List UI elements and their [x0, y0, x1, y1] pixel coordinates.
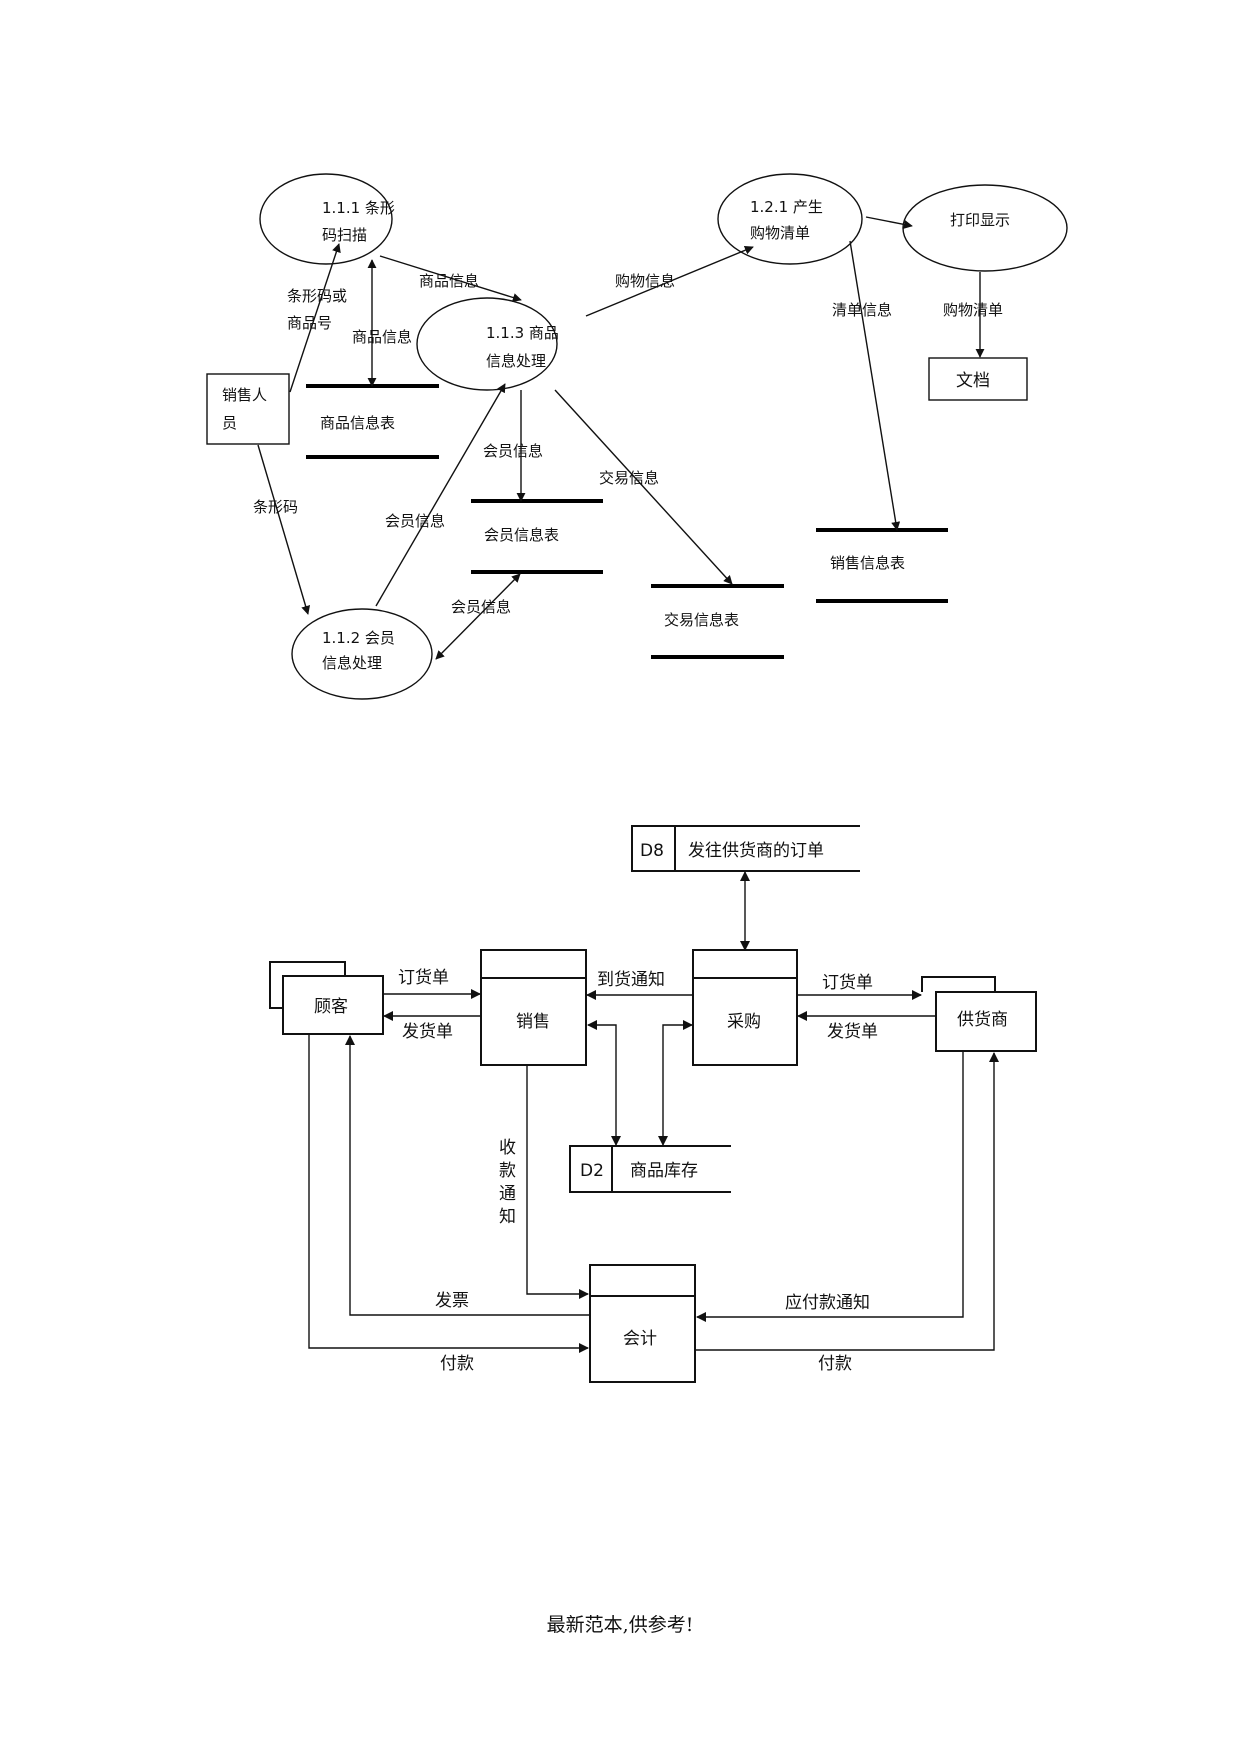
- process-print-display: 打印显示: [902, 184, 1068, 272]
- process-sales-label: 销售: [516, 1012, 550, 1032]
- label-buy-info: 购物信息: [615, 272, 675, 290]
- store-sales-info-label: 销售信息表: [830, 554, 905, 572]
- entity-supplier-label: 供货商: [957, 1010, 1008, 1030]
- label-goods-info-2: 商品信息: [419, 272, 479, 290]
- flow-1-1-2-member-store: [435, 573, 521, 660]
- process-1-1-3-line2: 信息处理: [486, 352, 546, 370]
- process-1-1-2-line2: 信息处理: [322, 654, 382, 672]
- process-1-2-1-line1: 1.2.1 产生: [750, 198, 823, 216]
- label-collect-1: 收: [499, 1138, 516, 1158]
- flow-1-2-1-to-print: [865, 216, 913, 229]
- flow-1-2-1-to-sales-store: [849, 240, 901, 531]
- flow-invoice-accounting-to-customer: [345, 1035, 590, 1316]
- label-member-info-3: 会员信息: [451, 598, 511, 616]
- flow-1-1-2-to-1-1-3: [375, 383, 506, 607]
- process-purchase-label: 采购: [727, 1012, 761, 1032]
- store-trade-info: 交易信息表: [651, 584, 784, 659]
- process-1-1-1-line2: 码扫描: [322, 226, 367, 244]
- flow-sales-to-1-1-1: [289, 243, 341, 393]
- process-sales: 销售: [480, 949, 587, 1066]
- process-1-1-2-line1: 1.1.2 会员: [322, 629, 395, 647]
- entity-sales-person: 销售人 员: [206, 373, 290, 445]
- process-1-1-1: 1.1.1 条形 码扫描: [259, 173, 395, 265]
- label-collect-2: 款: [499, 1161, 516, 1181]
- flow-pay-customer-to-accounting: [308, 1035, 589, 1353]
- store-d8-name: 发往供货商的订单: [688, 841, 824, 861]
- store-d2-id: D2: [580, 1161, 604, 1181]
- process-1-1-1-line1: 1.1.1 条形: [322, 199, 395, 217]
- entity-sales-person-line2: 员: [222, 414, 237, 432]
- flow-1-1-3-to-1-2-1: [585, 245, 754, 317]
- label-ship-2: 发货单: [827, 1022, 878, 1042]
- entity-customer: 顾客: [269, 961, 384, 1035]
- label-order-2: 订货单: [822, 973, 873, 993]
- label-order-1: 订货单: [398, 968, 449, 988]
- flow-payable-supplier-to-accounting: [696, 1052, 964, 1322]
- process-accounting: 会计: [589, 1264, 696, 1383]
- label-member-info-1: 会员信息: [483, 442, 543, 460]
- flow-sales-to-1-1-2: [257, 444, 311, 615]
- store-goods-info-label: 商品信息表: [320, 414, 395, 432]
- label-pay-2: 付款: [818, 1354, 852, 1374]
- process-1-1-3: 1.1.3 商品 信息处理: [416, 297, 559, 391]
- process-1-1-2: 1.1.2 会员 信息处理: [291, 608, 433, 700]
- label-barcode-or-no-1: 条形码或: [287, 287, 347, 305]
- label-arrival: 到货通知: [597, 970, 665, 990]
- label-barcode: 条形码: [253, 498, 298, 516]
- label-trade-info: 交易信息: [599, 469, 659, 487]
- process-1-2-1-line2: 购物清单: [750, 224, 810, 242]
- entity-document: 文档: [928, 357, 1028, 401]
- entity-customer-label: 顾客: [314, 997, 348, 1017]
- process-1-1-3-line1: 1.1.3 商品: [486, 324, 559, 342]
- flow-sales-d2: [587, 1020, 621, 1146]
- label-goods-info-1: 商品信息: [352, 328, 412, 346]
- process-print-display-label: 打印显示: [950, 211, 1010, 229]
- label-pay-1: 付款: [440, 1354, 474, 1374]
- label-shop-list: 购物清单: [943, 301, 1003, 319]
- label-collect-3: 通: [499, 1184, 516, 1204]
- flow-purchase-d2: [658, 1020, 693, 1146]
- label-ship-1: 发货单: [402, 1022, 453, 1042]
- store-trade-info-label: 交易信息表: [664, 611, 739, 629]
- flow-collect-sales-to-accounting: [526, 1066, 589, 1299]
- store-d2-name: 商品库存: [630, 1161, 698, 1181]
- label-payable: 应付款通知: [785, 1293, 870, 1313]
- entity-document-label: 文档: [956, 371, 990, 391]
- entity-sales-person-line1: 销售人: [222, 386, 267, 404]
- label-invoice: 发票: [435, 1291, 469, 1311]
- flow-1-1-3-to-trade-store: [554, 389, 733, 585]
- flow-pay-accounting-to-supplier: [695, 1052, 999, 1351]
- label-barcode-or-no-2: 商品号: [287, 314, 332, 332]
- label-list-info: 清单信息: [832, 301, 892, 319]
- store-member-info-label: 会员信息表: [484, 526, 559, 544]
- store-d8: D8 发往供货商的订单: [631, 825, 860, 872]
- store-d8-id: D8: [640, 841, 664, 861]
- label-member-info-2: 会员信息: [385, 512, 445, 530]
- flow-1-1-1-to-1-1-3: [379, 255, 522, 302]
- footer-note: 最新范本,供参考!: [547, 1614, 694, 1636]
- entity-supplier: 供货商: [921, 976, 1037, 1052]
- store-d2: D2 商品库存: [569, 1145, 731, 1193]
- process-1-2-1: 1.2.1 产生 购物清单: [717, 173, 863, 265]
- dfd-level2: D8 发往供货商的订单 D2 商品库存 顾客 供货商 销售: [269, 825, 1037, 1383]
- dfd-level1: 1.1.1 条形 码扫描 1.1.3 商品 信息处理 1.1.2 会员 信息处理…: [206, 173, 1068, 700]
- store-goods-info: 商品信息表: [306, 384, 439, 459]
- label-collect-4: 知: [499, 1207, 516, 1227]
- process-purchase: 采购: [692, 949, 798, 1066]
- process-accounting-label: 会计: [623, 1329, 657, 1349]
- store-sales-info: 销售信息表: [816, 528, 948, 603]
- store-member-info: 会员信息表: [471, 499, 603, 574]
